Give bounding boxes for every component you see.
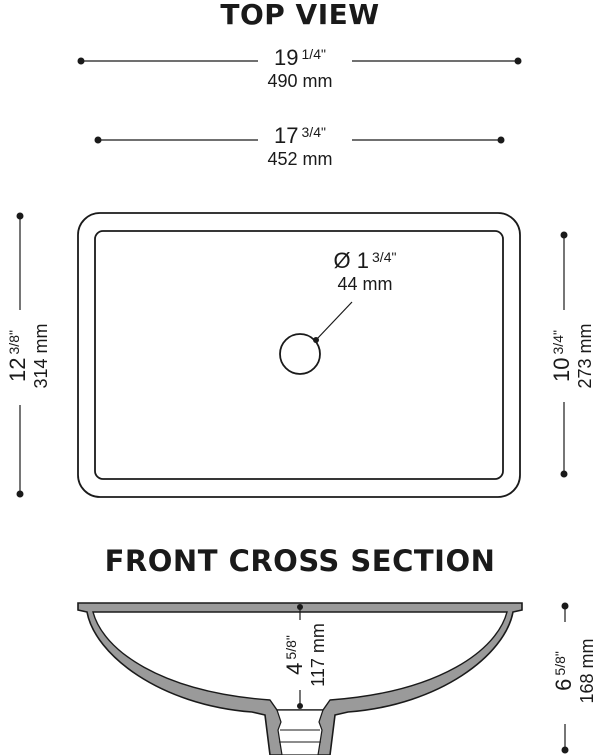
overall-height-metric: 168 mm xyxy=(577,638,597,704)
outer-width-fraction: 1/4" xyxy=(301,46,326,62)
outer-width-dimension-line xyxy=(77,57,522,65)
top-view-title: TOP VIEW xyxy=(220,0,380,31)
outer-width-metric: 490 mm xyxy=(267,71,333,91)
outer-depth-fraction: 3/8" xyxy=(6,330,22,355)
cross-section-profile xyxy=(77,602,523,755)
outer-width-whole: 19 xyxy=(274,45,299,70)
inner-width-fraction: 3/4" xyxy=(301,124,326,140)
basin-inner-outline xyxy=(94,230,504,480)
bowl-depth-whole: 4 xyxy=(282,662,307,675)
bowl-depth-dimension-line xyxy=(297,604,303,709)
inner-width-dimension-line xyxy=(94,136,505,144)
drain-leader-line xyxy=(313,301,353,343)
overall-height-label: 6 5/8" 168 mm xyxy=(551,626,599,716)
outer-depth-label: 12 3/8" 314 mm xyxy=(5,306,53,406)
inner-width-whole: 17 xyxy=(274,123,299,148)
inner-depth-dimension-line xyxy=(560,231,568,478)
outer-depth-whole: 12 xyxy=(5,357,30,382)
basin-outer-outline xyxy=(77,212,521,498)
inner-depth-metric: 273 mm xyxy=(575,323,595,389)
overall-height-whole: 6 xyxy=(551,678,576,691)
inner-depth-label: 10 3/4" 273 mm xyxy=(549,306,597,406)
outer-depth-metric: 314 mm xyxy=(31,323,51,389)
inner-depth-whole: 10 xyxy=(549,357,574,382)
drain-hole xyxy=(279,333,321,375)
bowl-depth-label: 4 5/8" 117 mm xyxy=(282,610,330,700)
front-cross-section-title: FRONT CROSS SECTION xyxy=(104,544,496,578)
drain-diameter-metric: 44 mm xyxy=(337,274,393,294)
bowl-depth-fraction: 5/8" xyxy=(283,635,299,660)
drain-diameter-fraction: 3/4" xyxy=(372,249,397,265)
drain-diameter-whole: Ø 1 xyxy=(333,248,370,273)
overall-height-dimension-line xyxy=(561,602,569,754)
outer-depth-dimension-line xyxy=(16,212,24,498)
inner-width-metric: 452 mm xyxy=(267,149,333,169)
overall-height-fraction: 5/8" xyxy=(552,651,568,676)
inner-depth-fraction: 3/4" xyxy=(550,330,566,355)
bowl-depth-metric: 117 mm xyxy=(308,623,328,687)
